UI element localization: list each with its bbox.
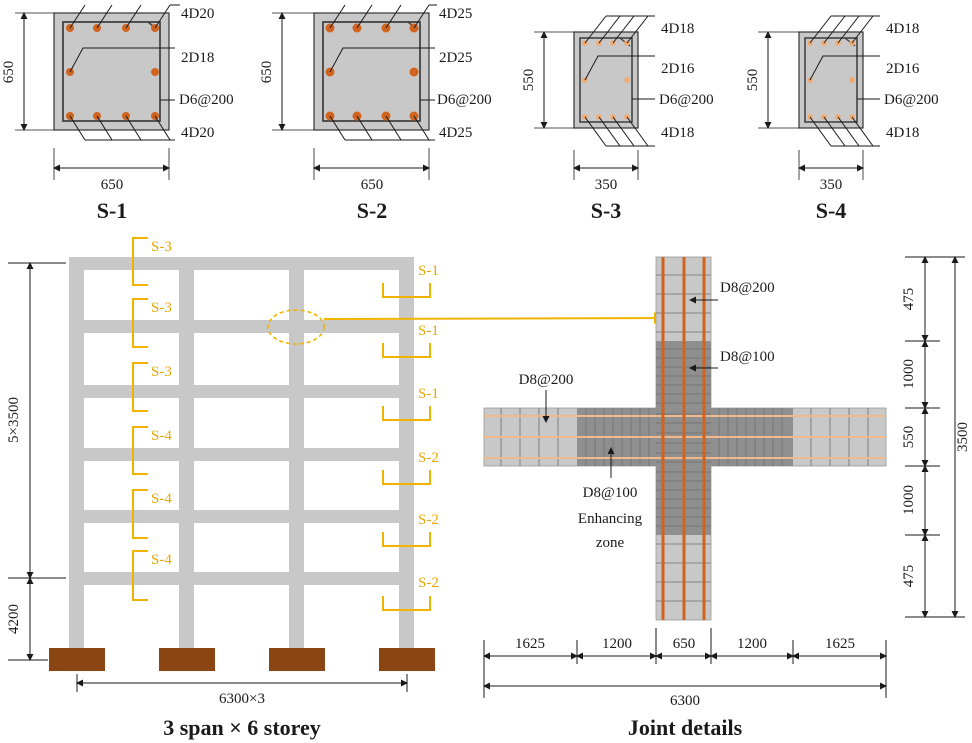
s1-title: S-1 [97, 198, 128, 223]
s1-width-dim: 650 [101, 177, 124, 193]
s1-leaders [69, 4, 180, 141]
left-tag-5: S-4 [151, 491, 172, 507]
s4-bottom-label: 4D18 [886, 125, 919, 141]
left-section-cuts [132, 237, 148, 601]
left-tag-4: S-4 [151, 428, 172, 444]
joint-h-dim-3: 650 [673, 636, 696, 652]
frame-span-dims [76, 674, 408, 692]
frame-beams [69, 257, 414, 585]
s3-middle-label: 2D16 [661, 61, 695, 77]
joint-beam-stirrup-label: D8@200 [519, 372, 574, 388]
s1-middle-label: 2D18 [181, 50, 214, 66]
right-tag-4: S-2 [418, 450, 439, 466]
frame-height-dim: 5×3500 [6, 397, 22, 443]
frame-elevation: S-3 S-3 S-3 S-4 S-4 S-4 S-1 S-1 S-1 S-2 … [6, 237, 666, 740]
right-tag-3: S-1 [418, 386, 439, 402]
joint-v-total: 3500 [955, 422, 971, 452]
joint-h-dim-4: 1200 [737, 636, 767, 652]
s4-height-dim: 550 [745, 69, 761, 92]
s3-width-dim: 350 [595, 177, 618, 193]
joint-h-dims [483, 628, 887, 698]
s1-bottom-label: 4D20 [181, 125, 214, 141]
joint-highlight [267, 309, 325, 345]
section-s2: 4D25 2D25 D6@200 4D25 650 650 S-2 [259, 4, 492, 223]
s2-width-dim: 650 [361, 177, 384, 193]
s2-height-dim: 650 [259, 61, 275, 84]
joint-v-dim-3: 550 [901, 426, 917, 449]
enhancing-zone-label-2: zone [596, 535, 625, 551]
s4-title: S-4 [816, 198, 847, 223]
s3-stirrup-label: D6@200 [659, 92, 714, 108]
s3-height-dim: 550 [521, 69, 537, 92]
s3-bottom-label: 4D18 [661, 125, 694, 141]
s1-stirrup-label: D6@200 [179, 92, 234, 108]
left-tag-3: S-3 [151, 364, 172, 380]
left-tag-1: S-3 [151, 239, 172, 255]
enhancing-zone-label-1: Enhancing [578, 511, 643, 527]
section-s1: 4D20 2D18 D6@200 4D20 650 650 S-1 [1, 4, 234, 223]
joint-detail: D8@200 D8@100 D8@200 D8@100 Enhancing zo… [483, 256, 971, 740]
s4-stirrup [804, 37, 858, 123]
s2-stirrup [322, 21, 421, 122]
joint-h-total: 6300 [670, 693, 700, 709]
s4-leaders [809, 15, 880, 147]
s1-top-label: 4D20 [181, 6, 214, 22]
s2-title: S-2 [357, 198, 388, 223]
s4-top-label: 4D18 [886, 21, 919, 37]
joint-column-dense-label: D8@100 [720, 349, 775, 365]
joint-column-rebars [661, 257, 706, 620]
left-tag-2: S-3 [151, 300, 172, 316]
joint-h-dim-1: 1625 [515, 636, 545, 652]
right-tag-1: S-1 [418, 263, 439, 279]
joint-callout-arrow [323, 312, 666, 325]
frame-footings [49, 648, 435, 671]
joint-v-dims [905, 256, 965, 618]
s1-height-dim: 650 [1, 61, 17, 84]
right-tag-6: S-2 [418, 575, 439, 591]
s4-middle-label: 2D16 [886, 61, 920, 77]
s2-stirrup-label: D6@200 [437, 92, 492, 108]
left-tag-6: S-4 [151, 552, 172, 568]
right-tag-5: S-2 [418, 512, 439, 528]
frame-height-dims [8, 262, 66, 661]
section-s4: 4D18 2D16 D6@200 4D18 550 350 S-4 [745, 15, 939, 223]
joint-v-dim-5: 475 [901, 565, 917, 588]
s3-top-label: 4D18 [661, 21, 694, 37]
frame-span-dim: 6300×3 [219, 691, 265, 707]
joint-h-dim-2: 1200 [602, 636, 632, 652]
joint-v-dim-2: 1000 [901, 359, 917, 389]
right-section-cuts [382, 283, 431, 611]
section-s3: 4D18 2D16 D6@200 4D18 550 350 S-3 [521, 15, 714, 223]
s4-stirrup-label: D6@200 [884, 92, 939, 108]
right-tag-2: S-1 [418, 323, 439, 339]
joint-beam-stirrups [500, 408, 869, 466]
s3-stirrup [579, 37, 633, 123]
joint-column-stirrup-label: D8@200 [720, 280, 775, 296]
s2-leaders [329, 4, 437, 141]
s1-stirrup [62, 21, 161, 122]
frame-ground-dim: 4200 [6, 604, 22, 634]
s2-bottom-label: 4D25 [439, 125, 472, 141]
s2-middle-label: 2D25 [439, 50, 472, 66]
joint-h-dim-5: 1625 [825, 636, 855, 652]
joint-caption: Joint details [628, 715, 743, 740]
s2-top-label: 4D25 [439, 6, 472, 22]
joint-beam-dense-label: D8@100 [583, 485, 638, 501]
s4-width-dim: 350 [820, 177, 843, 193]
frame-caption: 3 span × 6 storey [163, 715, 321, 740]
s3-title: S-3 [591, 198, 622, 223]
s3-leaders [584, 15, 655, 147]
joint-v-dim-4: 1000 [901, 485, 917, 515]
joint-v-dim-1: 475 [901, 288, 917, 311]
